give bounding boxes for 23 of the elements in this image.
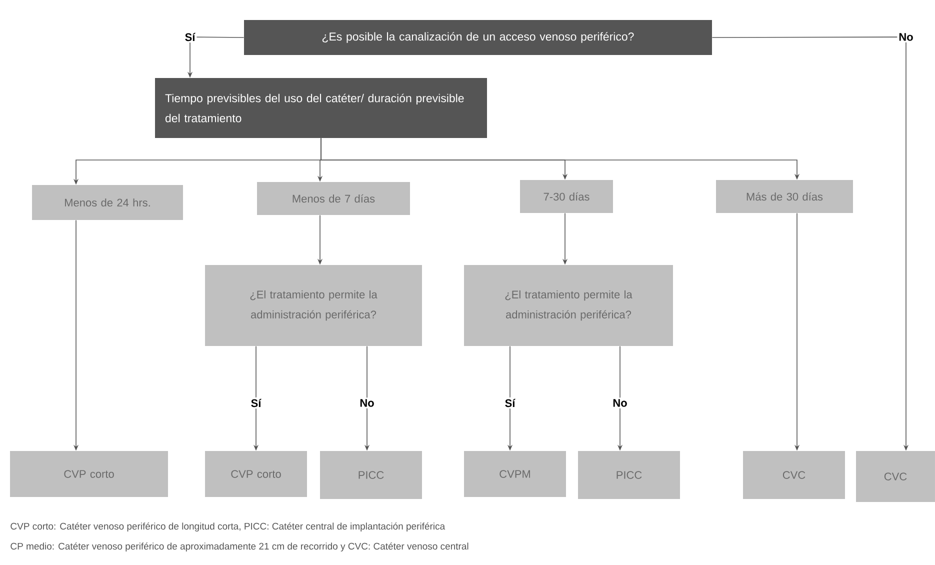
option-box: CVP corto	[10, 451, 168, 497]
option-box: ¿El tratamiento permite la administración periférica?	[464, 265, 673, 346]
option-box: PICC	[578, 451, 680, 499]
edge-label: Sí	[183, 31, 197, 43]
option-box: 7-30 días	[520, 180, 613, 213]
footnote: CP medio: Catéter venoso periférico de aproximadamente 21 cm de recorrido y CVC: Catéter venoso central	[10, 542, 468, 552]
edge-label: Sí	[503, 397, 517, 409]
option-box: Más de 30 días	[716, 180, 853, 213]
edge-label: No	[611, 398, 629, 408]
edge-label: No	[358, 398, 376, 408]
edge-label: Sí	[249, 397, 263, 409]
option-box: CVPM	[464, 451, 566, 497]
question-box: ¿Es posible la canalización de un acceso venoso periférico?	[244, 20, 712, 55]
option-box: ¿El tratamiento permite la administración periférica?	[205, 265, 422, 346]
option-box: Menos de 24 hrs.	[32, 185, 183, 220]
option-box: Menos de 7 días	[257, 182, 410, 215]
option-box: CVC	[856, 451, 935, 502]
edge-label: No	[897, 32, 915, 42]
option-box: CVP corto	[205, 451, 307, 497]
footnote: CVP corto: Catéter venoso periférico de longitud corta, PICC: Catéter central de implantación periférica	[10, 522, 446, 532]
option-box: CVC	[743, 451, 845, 499]
process-box: Tiempo previsibles del uso del catéter/ duración previsible del tratamiento	[155, 78, 487, 138]
option-box: PICC	[320, 451, 422, 499]
